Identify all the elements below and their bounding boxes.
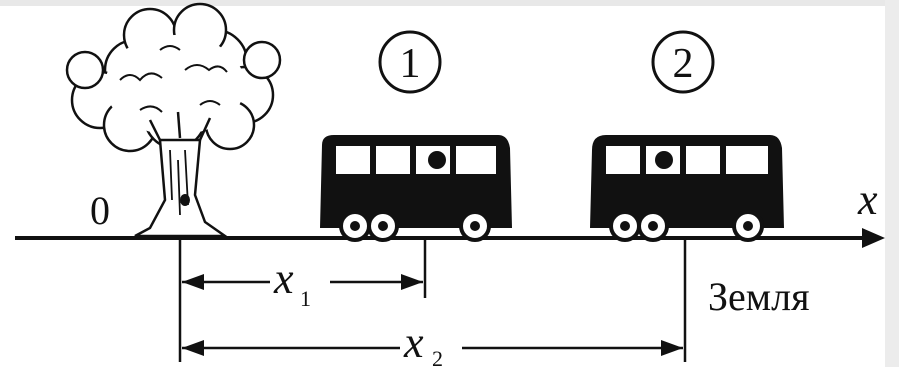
distance-1-label: x	[273, 254, 294, 303]
passenger-icon	[655, 151, 673, 169]
bus-1	[320, 135, 512, 242]
distance-2-arrow	[182, 340, 683, 356]
origin-label: 0	[90, 188, 110, 233]
bus-2	[590, 135, 784, 242]
bus-2-number: 2	[673, 41, 694, 87]
distance-2-label: x	[403, 318, 424, 367]
ground-label: Земля	[708, 274, 809, 319]
distance-2-subscript: 2	[432, 346, 443, 367]
axis-label: x	[857, 175, 878, 224]
top-edge	[0, 0, 899, 6]
axis-arrow-icon	[862, 228, 885, 248]
bus-2-marker: 2	[651, 30, 715, 94]
right-edge	[885, 0, 899, 367]
passenger-icon	[428, 151, 446, 169]
reference-lines	[178, 238, 687, 362]
bus-1-marker: 1	[378, 30, 442, 94]
distance-1-arrow	[182, 274, 423, 290]
x-axis	[15, 228, 885, 248]
distance-1-subscript: 1	[300, 286, 311, 311]
bus-1-number: 1	[400, 41, 421, 87]
bus-1-wheels	[339, 210, 491, 242]
tree-icon	[65, 2, 282, 238]
bus-2-wheels	[609, 210, 764, 242]
